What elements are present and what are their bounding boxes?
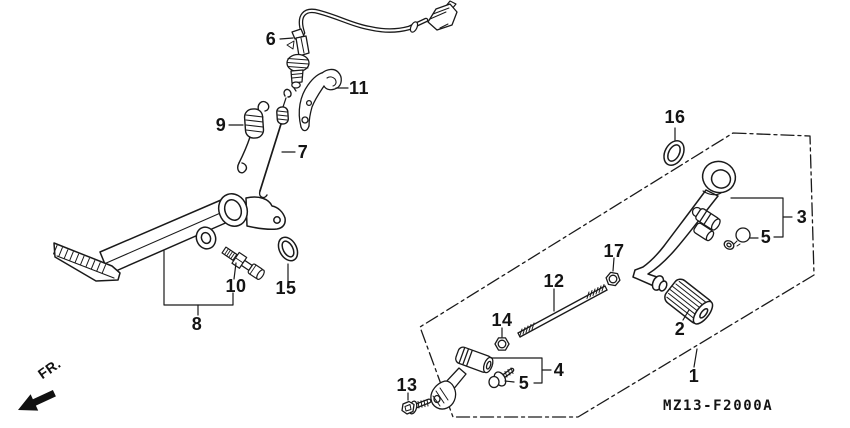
callout-12[interactable]: 12 <box>543 271 565 291</box>
callout-15[interactable]: 15 <box>275 278 297 298</box>
callout-9[interactable]: 9 <box>215 115 227 135</box>
callout-1[interactable]: 1 <box>688 366 700 386</box>
callout-leader-lines <box>163 37 793 401</box>
fr-arrow-icon <box>18 390 56 411</box>
brake-pedal-assembly <box>53 0 458 282</box>
callout-6[interactable]: 6 <box>265 29 277 49</box>
nut-14 <box>494 337 510 351</box>
gearshift-joint-block <box>691 206 721 242</box>
switch-bracket-11 <box>298 68 342 132</box>
stopper-bolt-10 <box>221 246 265 280</box>
callout-8[interactable]: 8 <box>191 314 203 334</box>
brake-pedal-8 <box>53 193 286 282</box>
callout-7[interactable]: 7 <box>297 142 309 162</box>
callout-13[interactable]: 13 <box>396 375 418 395</box>
joint-arm-4 <box>430 346 494 410</box>
o-ring-15 <box>277 236 299 262</box>
callout-3[interactable]: 3 <box>796 207 808 227</box>
callout-17[interactable]: 17 <box>603 241 625 261</box>
callout-10[interactable]: 10 <box>225 276 247 296</box>
brake-switch-cable <box>298 0 458 36</box>
ball-joint-5-lower <box>488 367 515 389</box>
callout-14[interactable]: 14 <box>491 310 513 330</box>
callout-11[interactable]: 11 <box>348 78 370 98</box>
bolt-13 <box>401 398 432 415</box>
callout-5-lower[interactable]: 5 <box>518 373 530 393</box>
callout-16[interactable]: 16 <box>664 107 686 127</box>
phantom-outline <box>419 132 815 418</box>
gearshift-pedal-assembly <box>401 140 751 415</box>
gearshift-pedal-arm <box>632 160 737 292</box>
return-spring-9 <box>236 100 270 174</box>
callout-5-upper[interactable]: 5 <box>760 227 772 247</box>
callout-2[interactable]: 2 <box>674 319 686 339</box>
change-rod-12 <box>517 284 608 338</box>
callout-4[interactable]: 4 <box>553 360 565 380</box>
ball-joint-5-upper <box>723 227 751 250</box>
washer-16 <box>663 140 685 166</box>
brake-light-switch-6 <box>286 28 310 92</box>
pedal-rubber-2 <box>664 278 714 325</box>
switch-spring-7 <box>258 88 292 199</box>
nut-17 <box>605 271 621 287</box>
part-code: MZ13-F2000A <box>663 398 774 414</box>
